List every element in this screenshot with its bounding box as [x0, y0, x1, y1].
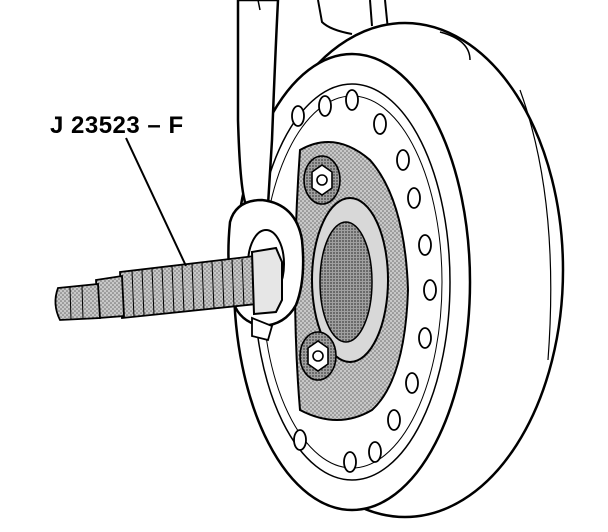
callout-leader-line	[125, 137, 187, 267]
timing-hole	[418, 234, 432, 256]
tool-tip	[54, 283, 101, 321]
crankshaft-balancer	[232, 21, 565, 519]
timing-hole	[343, 451, 357, 473]
rim-edge-line	[439, 31, 471, 61]
timing-hole	[405, 372, 419, 394]
timing-hole	[396, 149, 410, 171]
tool-callout-label: J 23523 – F	[50, 112, 184, 139]
timing-holes	[291, 89, 437, 473]
hub-bolt-upper	[303, 155, 341, 205]
wrench-handle	[236, 0, 280, 207]
timing-hole	[387, 409, 401, 431]
timing-hole	[318, 95, 332, 117]
timing-hole	[407, 187, 421, 209]
hub-bolt-lower	[299, 331, 337, 381]
timing-hole	[291, 105, 305, 127]
timing-hole	[293, 429, 307, 451]
tool-threads	[69, 258, 245, 321]
timing-hole	[418, 327, 432, 349]
timing-hole	[368, 441, 382, 463]
timing-hole	[345, 89, 359, 111]
timing-hole	[373, 113, 387, 135]
tool-nut	[250, 246, 283, 316]
tool-j23523f	[54, 246, 283, 321]
timing-hole	[423, 279, 437, 301]
